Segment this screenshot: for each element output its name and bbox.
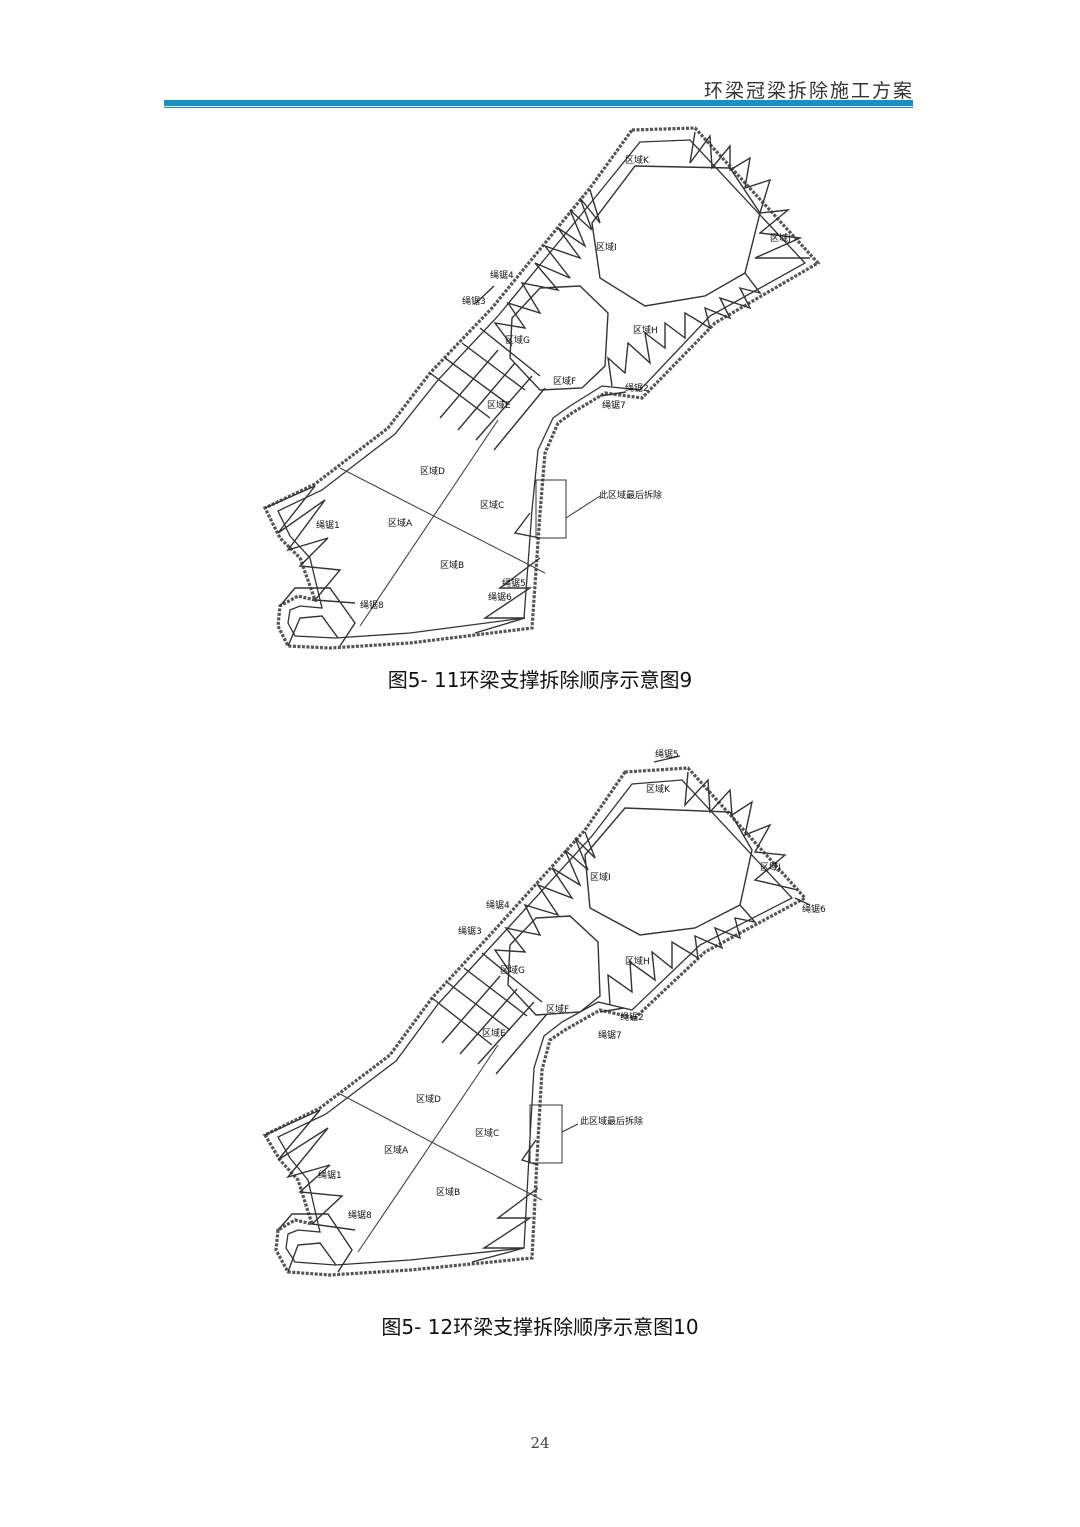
header-rule-thin	[164, 107, 913, 108]
label-zone-g: 区域G	[500, 964, 525, 976]
label-saw6: 绳锯6	[488, 591, 512, 603]
label-zone-h: 区域H	[633, 324, 658, 336]
figure-caption-1: 图5- 11环梁支撑拆除顺序示意图9	[387, 668, 693, 692]
page-number: 24	[530, 1434, 550, 1452]
bracing-diagram-1: 区域K 区域I 区域J 绳锯4 绳锯3 区域H 区域G 区域F 绳锯2 绳锯7 …	[262, 126, 821, 650]
label-saw8: 绳锯8	[360, 599, 384, 611]
label-saw3: 绳锯3	[458, 925, 482, 937]
label-zone-j: 区域J	[770, 232, 791, 244]
label-zone-d: 区域D	[416, 1093, 441, 1105]
label-zone-f: 区域F	[553, 375, 576, 387]
label-zone-c: 区域C	[480, 499, 504, 511]
document-header-title: 环梁冠梁拆除施工方案	[703, 80, 914, 102]
label-zone-b: 区域B	[440, 559, 464, 571]
figure-caption-2: 图5- 12环梁支撑拆除顺序示意图10	[381, 1315, 699, 1339]
label-zone-a: 区域A	[388, 517, 413, 529]
label-saw1: 绳锯1	[316, 519, 340, 531]
label-zone-d: 区域D	[420, 465, 445, 477]
label-zone-h: 区域H	[625, 955, 650, 967]
bracing-diagram-2: 绳锯5 区域K 区域I 区域J 绳锯6 绳锯4 绳锯3 区域H 区域G 区域F …	[262, 748, 826, 1277]
header-rule	[164, 100, 913, 106]
label-saw4: 绳锯4	[486, 899, 510, 911]
label-zone-c: 区域C	[475, 1127, 499, 1139]
label-zone-i: 区域I	[596, 241, 617, 253]
label-zone-a: 区域A	[384, 1144, 409, 1156]
label-saw7: 绳锯7	[598, 1029, 622, 1041]
label-saw2: 绳锯2	[620, 1011, 644, 1023]
label-zone-g: 区域G	[505, 334, 530, 346]
label-saw3: 绳锯3	[462, 295, 486, 307]
label-saw4: 绳锯4	[490, 269, 514, 281]
label-zone-b: 区域B	[436, 1186, 460, 1198]
label-saw2: 绳锯2	[625, 382, 649, 394]
label-zone-i: 区域I	[590, 871, 611, 883]
label-zone-k: 区域K	[625, 154, 650, 166]
label-zone-k: 区域K	[646, 783, 671, 795]
label-saw7: 绳锯7	[602, 399, 626, 411]
label-zone-e: 区域E	[482, 1027, 506, 1039]
label-saw6: 绳锯6	[802, 903, 826, 915]
label-last-note: 此区域最后拆除	[580, 1115, 643, 1127]
label-saw5: 绳锯5	[655, 748, 679, 760]
label-zone-j: 区域J	[760, 861, 781, 873]
label-saw8: 绳锯8	[348, 1209, 372, 1221]
label-saw5: 绳锯5	[502, 577, 526, 589]
label-zone-f: 区域F	[546, 1003, 569, 1015]
label-zone-e: 区域E	[487, 399, 511, 411]
label-last-note: 此区域最后拆除	[599, 489, 662, 501]
label-saw1: 绳锯1	[318, 1169, 342, 1181]
